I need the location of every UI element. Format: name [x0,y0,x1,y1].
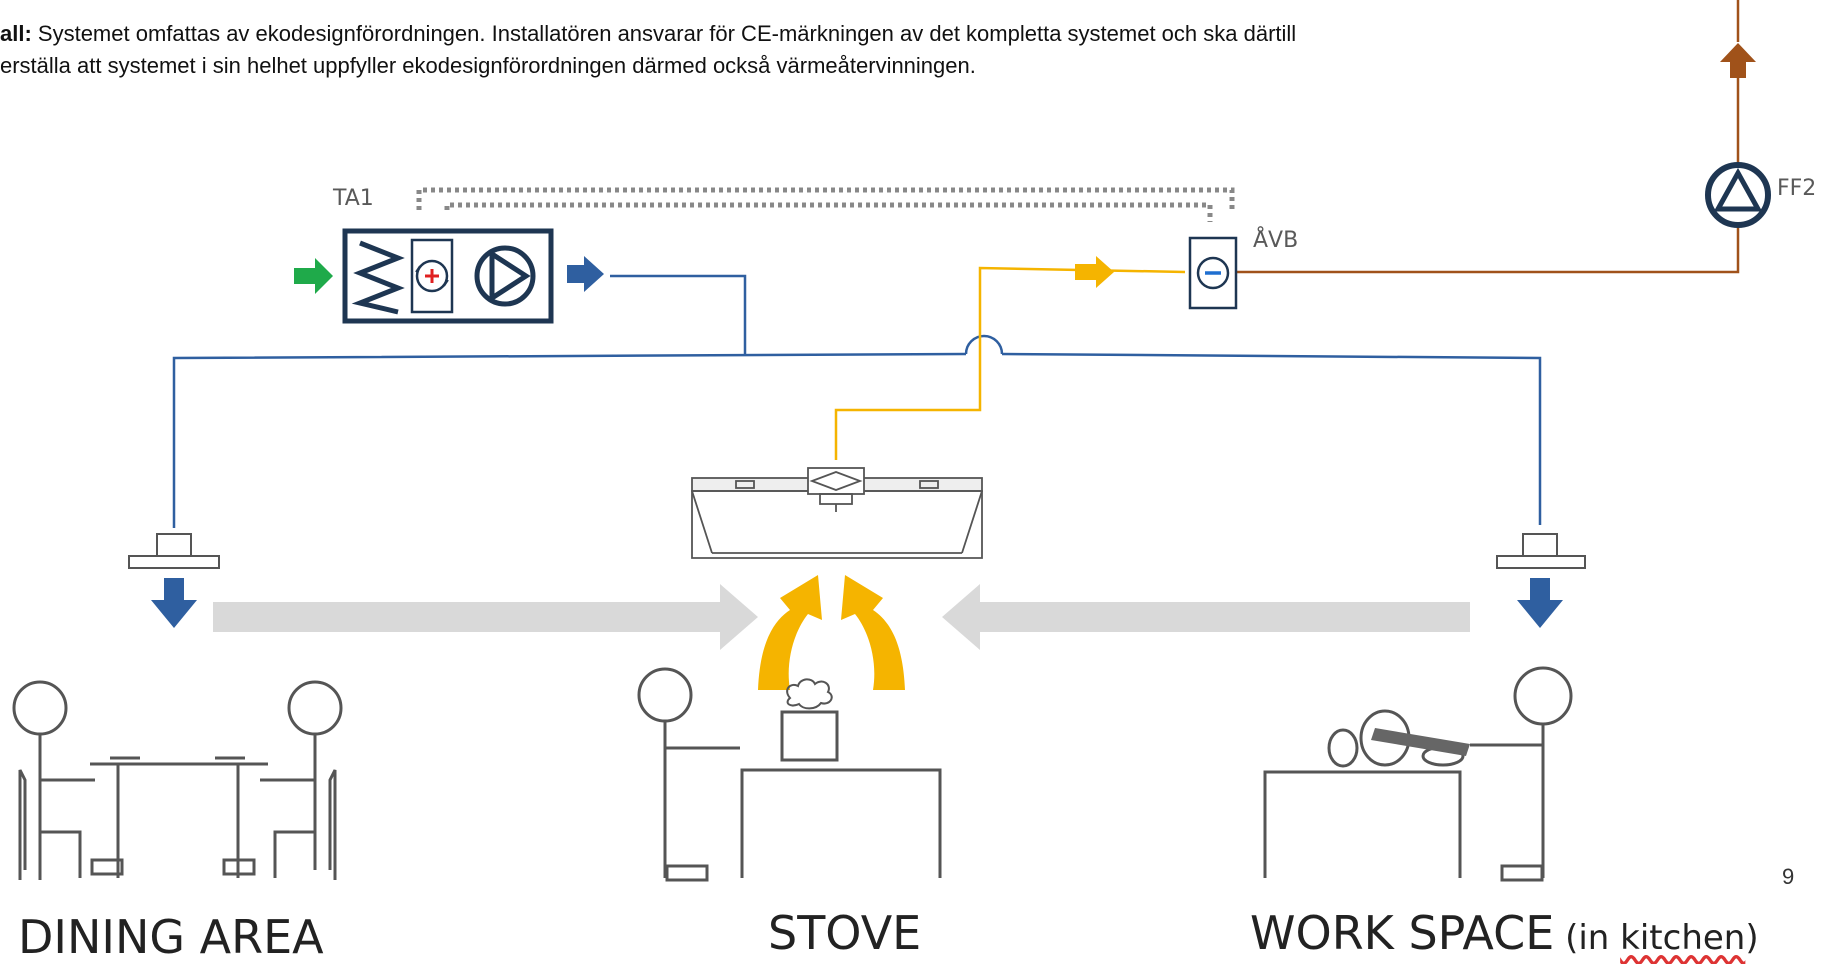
work-space-label: WORK SPACE (in kitchen) [1250,906,1759,960]
note-bold-prefix: all: [0,21,32,46]
work-sub-close: ) [1745,918,1759,958]
exhaust-duct [1237,0,1740,274]
control-wiring [416,187,1235,222]
work-space-title: WORK SPACE [1250,906,1555,960]
room-airflow-right-arrow [942,584,1470,650]
fan-icon [474,245,536,307]
rolling-pin-icon [1371,728,1470,756]
dining-area-label: DINING AREA [18,910,324,964]
stove-label: STOVE [768,906,922,960]
supply-down-arrows [151,578,1563,628]
extract-duct [834,266,1186,460]
exhaust-up-arrow [1720,43,1756,78]
supply-duct [172,274,1542,528]
page-number: 9 [1782,864,1795,889]
exhaust-fan-icon [1705,162,1771,228]
dining-figures [12,680,343,880]
ecodesign-note: all: Systemet omfattas av ekodesignföror… [0,18,1620,82]
ta1-label: TA1 [333,186,374,211]
note-line-1: Systemet omfattas av ekodesignförordning… [31,21,1297,46]
supply-out-arrow [567,256,604,292]
extract-flow-arrow [1075,256,1114,288]
fresh-air-arrow [294,258,333,294]
room-airflow-left-arrow [213,584,758,650]
work-space-subtitle: (in kitchen) [1554,918,1759,958]
work-sub-open: (in [1554,918,1621,958]
rising-heat-arrows [758,575,905,690]
heat-recovery-minus-icon [1188,236,1238,310]
supply-diffuser-icon [128,533,1586,569]
stove-figure [637,667,942,882]
ff2-label: FF2 [1777,176,1817,201]
work-figure [1263,666,1573,882]
air-handling-unit [342,228,554,324]
work-sub-word: kitchen [1620,918,1746,958]
note-line-2: erställa att systemet i sin helhet uppfy… [0,53,976,78]
steam-cloud-icon [786,678,833,710]
heating-coil-icon [351,240,405,315]
heat-recovery-plus-icon [410,238,454,314]
cooker-hood-icon [691,467,983,559]
avb-label: ÅVB [1253,228,1299,253]
